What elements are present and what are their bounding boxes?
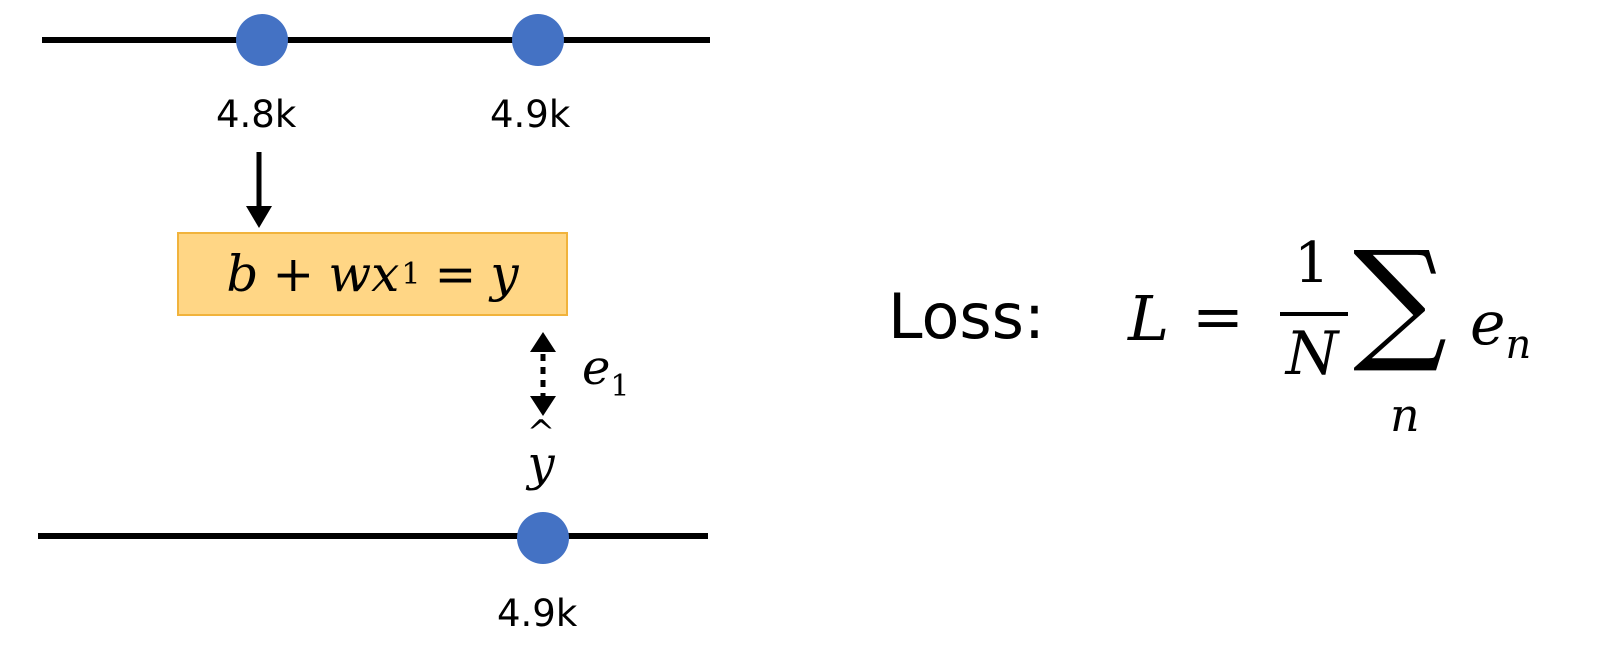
top-point-1-label: 4.8k xyxy=(216,93,297,136)
error-label: e1 xyxy=(582,340,630,404)
output-symbol: y xyxy=(490,245,519,303)
fraction-bar xyxy=(1280,312,1348,316)
plus-operator: + xyxy=(272,245,315,303)
hat-accent: ^ xyxy=(526,413,556,453)
input-symbol: x xyxy=(371,245,400,303)
weight-symbol: w xyxy=(328,245,372,303)
label-y-hat: ^ y xyxy=(521,416,561,488)
term-symbol: e xyxy=(1470,289,1506,359)
input-subscript: 1 xyxy=(401,256,421,292)
fraction-denominator: N xyxy=(1285,319,1339,389)
label-symbol: y xyxy=(527,436,555,492)
bottom-number-line xyxy=(38,533,708,539)
equals-operator: = xyxy=(434,245,477,303)
bottom-point-1-label: 4.9k xyxy=(497,592,578,635)
loss-equals: = xyxy=(1192,280,1244,353)
error-subscript: 1 xyxy=(610,369,630,404)
loss-symbol: L xyxy=(1128,282,1170,355)
fraction-numerator: 1 xyxy=(1294,231,1330,296)
summation-term: en xyxy=(1470,294,1531,365)
fraction: 1 N xyxy=(1276,230,1348,400)
error-symbol: e xyxy=(582,340,611,396)
summation-index: n xyxy=(1390,388,1420,442)
top-point-2-label: 4.9k xyxy=(490,93,571,136)
input-arrow xyxy=(246,152,272,228)
top-point-2 xyxy=(512,14,564,66)
loss-formula: L = 1 N ∑ n en xyxy=(1128,230,1588,450)
loss-label: Loss: xyxy=(888,280,1045,353)
summation-symbol: ∑ xyxy=(1353,223,1448,377)
bottom-point-1 xyxy=(517,512,569,564)
error-arrow xyxy=(530,332,556,416)
top-point-1 xyxy=(236,14,288,66)
top-number-line xyxy=(42,37,710,43)
bias-symbol: b xyxy=(226,245,259,303)
term-subscript: n xyxy=(1505,322,1532,368)
